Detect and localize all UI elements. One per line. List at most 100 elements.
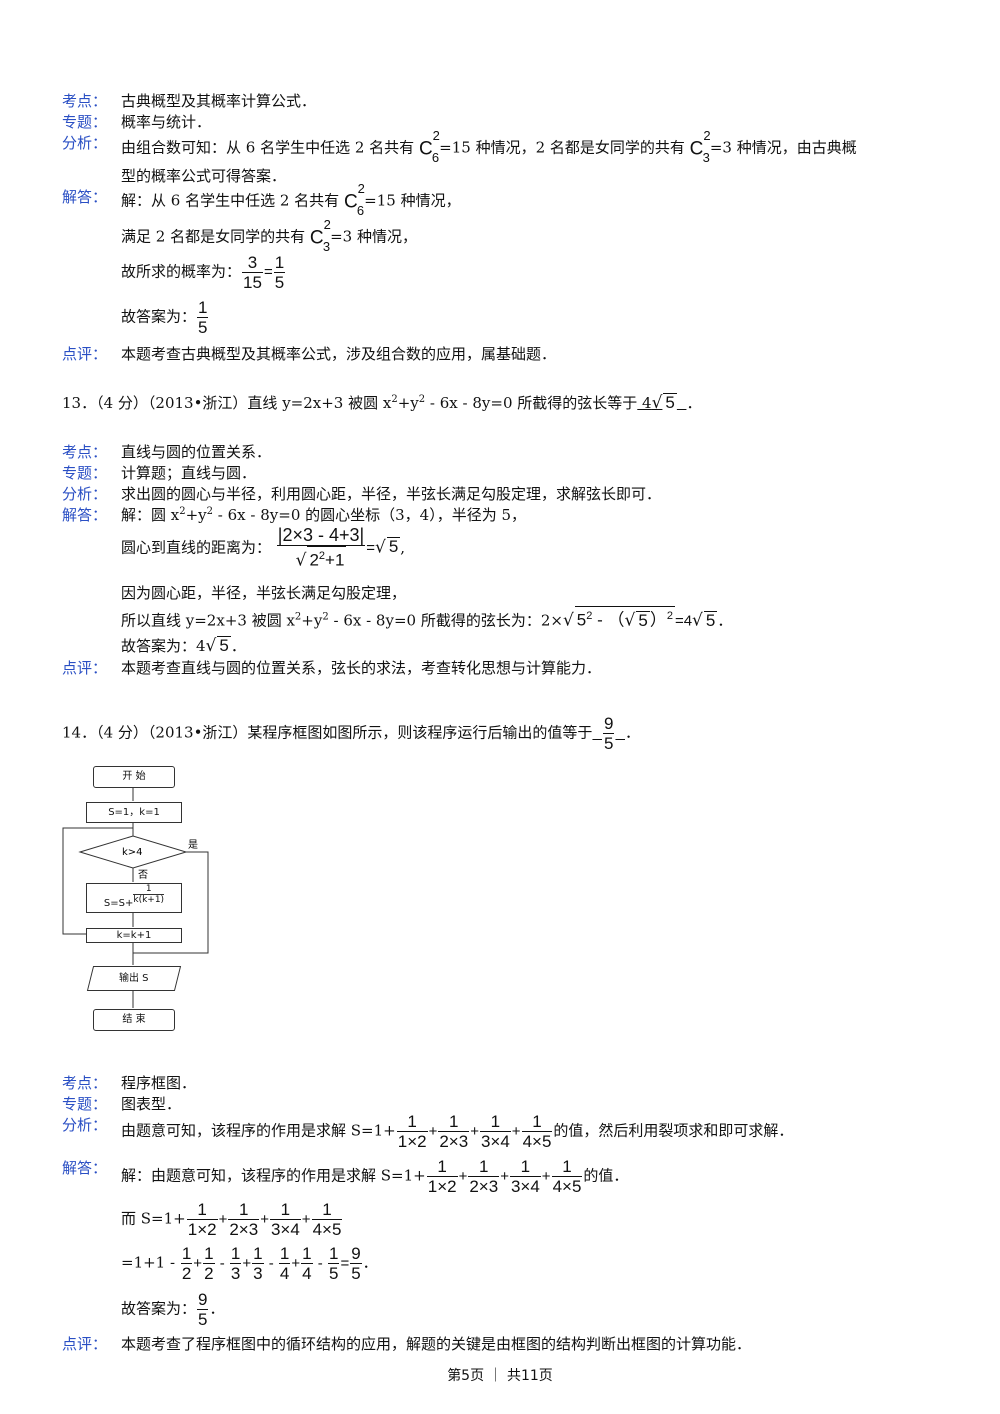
- operator: -: [313, 1254, 327, 1272]
- operator: +: [301, 1210, 311, 1228]
- zhuanti-label-14: 专题：: [62, 1095, 108, 1113]
- kaodian-label-14: 考点：: [62, 1074, 108, 1092]
- fenxi-line-12b: 型的概率公式可得答案．: [121, 167, 287, 185]
- jieda-line-12b: 满足 2 名都是女同学的共有 C23=3 种情况，: [121, 217, 417, 255]
- operator: +: [458, 1167, 468, 1185]
- jieda-line-13e: 故答案为：4√5．: [121, 636, 246, 656]
- flowchart-lines: 是 否 k>4: [62, 787, 209, 1008]
- fenxi-label-13: 分析：: [62, 485, 108, 503]
- output-box: 输出 S: [86, 966, 182, 991]
- operator: +: [470, 1122, 479, 1140]
- dianping-label-13: 点评：: [62, 659, 108, 677]
- fenxi-line-12a: 由组合数可知：从 6 名学生中任选 2 名共有 C26=15 种情况，2 名都是…: [121, 128, 857, 166]
- yes-label: 是: [188, 839, 198, 851]
- operator: +: [260, 1210, 269, 1228]
- dianping-text-12: 本题考查古典概型及其概率公式，涉及组合数的应用，属基础题．: [121, 345, 557, 363]
- jieda-line-13c: 因为圆心距，半径，半弦长满足勾股定理，: [121, 584, 407, 602]
- condition-label: k>4: [122, 847, 143, 858]
- question-14-stem: 14．（4 分）（2013•浙江）某程序框图如图所示，则该程序运行后输出的值等于…: [62, 714, 641, 753]
- init-box: S=1，k=1: [86, 802, 182, 823]
- jieda-line-13a: 解：圆 x2+y2 - 6x - 8y=0 的圆心坐标（3，4），半径为 5，: [121, 506, 527, 524]
- end-box: 结 束: [93, 1009, 175, 1031]
- zhuanti-text-13: 计算题；直线与圆．: [121, 464, 257, 482]
- answer-blank-13: 4√5: [637, 393, 677, 413]
- no-label: 否: [138, 869, 148, 881]
- fenxi-text-13: 求出圆的圆心与半径，利用圆心距，半径，半弦长满足勾股定理，求解弦长即可．: [121, 485, 662, 503]
- operator: =: [340, 1254, 350, 1272]
- increment-box: k=k+1: [86, 928, 182, 943]
- jieda-line-13b: 圆心到直线的距离为： |2×3 - 4+3| √22+1 =√5,: [121, 525, 406, 571]
- kaodian-text-14: 程序框图．: [121, 1074, 197, 1092]
- operator: +: [511, 1122, 521, 1140]
- dianping-label-12: 点评：: [62, 345, 108, 363]
- operator: +: [193, 1254, 203, 1272]
- kaodian-label-12: 考点：: [62, 92, 108, 110]
- kaodian-label-13: 考点：: [62, 443, 108, 461]
- operator: +: [218, 1210, 228, 1228]
- jieda-label-12: 解答：: [62, 188, 108, 206]
- operator: +: [428, 1122, 438, 1140]
- dianping-label-14: 点评：: [62, 1335, 108, 1353]
- kaodian-text-13: 直线与圆的位置关系．: [121, 443, 272, 461]
- distance-fraction: |2×3 - 4+3| √22+1: [276, 525, 366, 571]
- question-13-stem: 13．（4 分）（2013•浙江）直线 y=2x+3 被圆 x2+y2 - 6x…: [62, 393, 702, 413]
- jieda-label-14: 解答：: [62, 1159, 108, 1177]
- operator: -: [215, 1254, 229, 1272]
- jieda-line-13d: 所以直线 y=2x+3 被圆 x2+y2 - 6x - 8y=0 所截得的弦长为…: [121, 606, 732, 631]
- fenxi-label-12: 分析：: [62, 134, 108, 152]
- zhuanti-label-13: 专题：: [62, 464, 108, 482]
- start-box: 开 始: [93, 766, 175, 788]
- page-footer: 第5页 ｜ 共11页: [447, 1368, 553, 1384]
- zhuanti-text-12: 概率与统计．: [121, 113, 212, 131]
- jieda-label-13: 解答：: [62, 506, 108, 524]
- jieda-line-12a: 解：从 6 名学生中任选 2 名共有 C26=15 种情况，: [121, 181, 461, 219]
- zhuanti-text-14: 图表型．: [121, 1095, 182, 1113]
- combination-c32: C23: [689, 128, 711, 166]
- combination-c62: C26: [418, 128, 440, 166]
- zhuanti-label-12: 专题：: [62, 113, 108, 131]
- operator: +: [291, 1254, 301, 1272]
- operator: -: [264, 1254, 278, 1272]
- kaodian-text-12: 古典概型及其概率计算公式．: [121, 92, 317, 110]
- operator: +: [242, 1254, 252, 1272]
- operator: +: [500, 1167, 509, 1185]
- dianping-text-14: 本题考查了程序框图中的循环结构的应用，解题的关键是由框图的结构判断出框图的计算功…: [121, 1335, 752, 1353]
- operator: +: [541, 1167, 551, 1185]
- fenxi-label-14: 分析：: [62, 1116, 108, 1134]
